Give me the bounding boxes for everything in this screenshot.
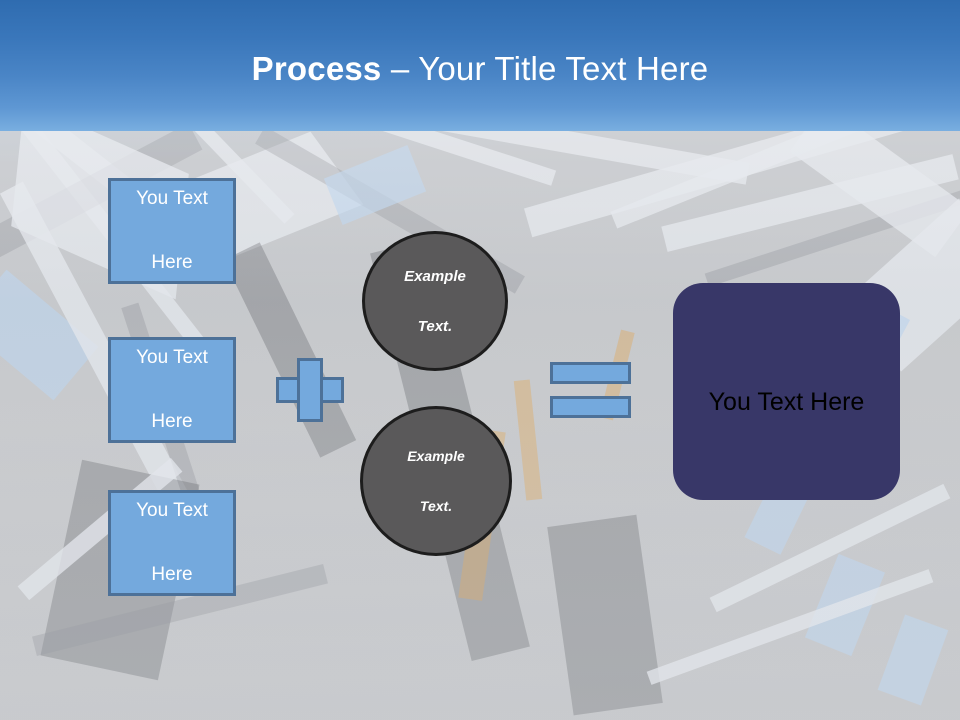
plus-icon-center-fill	[300, 380, 320, 400]
factor-circle-1-line2: Text.	[417, 317, 453, 335]
factor-circle-2-line1: Example	[407, 447, 465, 464]
factor-circle-2-line2: Text.	[419, 497, 453, 514]
input-box-2-line1: You Text	[136, 347, 208, 368]
equals-icon-bottom-bar	[550, 396, 631, 418]
input-box-2-line2: Here	[151, 411, 193, 432]
page-title-light: Your Title Text Here	[418, 50, 709, 87]
equals-icon-top-bar	[550, 362, 631, 384]
result-box[interactable]: You Text Here	[673, 283, 900, 500]
input-box-1-line2: Here	[151, 252, 193, 273]
factor-circle-1-line1: Example	[404, 267, 466, 285]
page-title-separator: –	[381, 50, 419, 87]
plus-icon	[276, 358, 344, 422]
page-title: Process – Your Title Text Here	[0, 49, 960, 89]
result-box-label: You Text Here	[708, 388, 865, 416]
input-box-3-line1: You Text	[136, 500, 208, 521]
input-box-3-line2: Here	[151, 564, 193, 585]
slide-header-band: Process – Your Title Text Here	[0, 0, 960, 131]
page-title-strong: Process	[251, 50, 382, 87]
input-box-1-line1: You Text	[136, 188, 208, 209]
equals-icon	[550, 362, 631, 418]
